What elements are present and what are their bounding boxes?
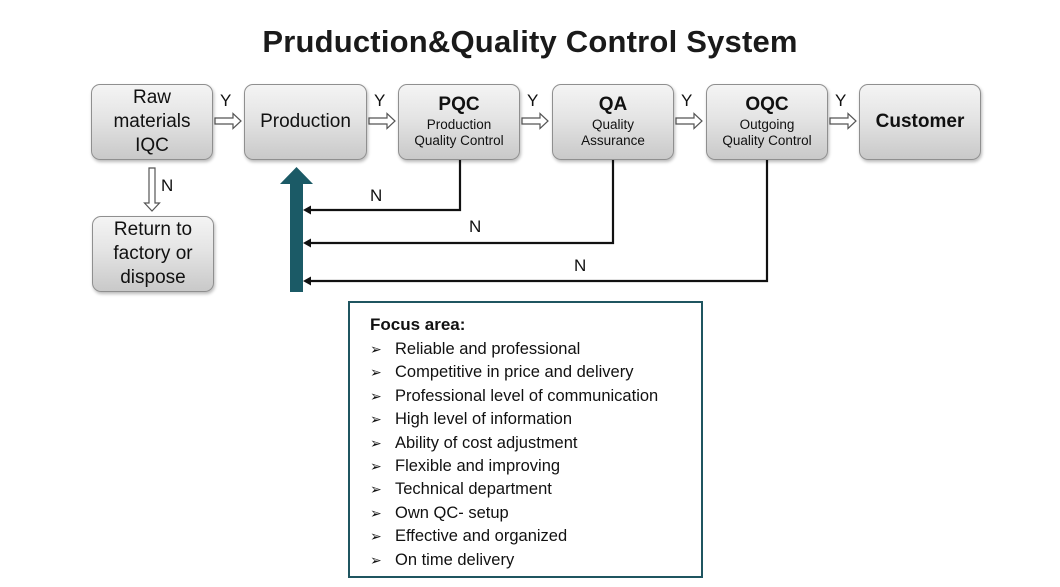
node-label: Return to factory or dispose <box>113 219 193 288</box>
production-node: Production <box>244 84 367 160</box>
node-label: Production <box>260 111 351 133</box>
arrow-pqc-to-qa <box>521 112 549 130</box>
list-item: ➢Professional level of communication <box>370 385 701 408</box>
node-sublabel: Quality Control <box>722 133 812 149</box>
node-sublabel: Assurance <box>581 133 645 149</box>
arrow-bullet-icon: ➢ <box>370 434 382 451</box>
yes-label: Y <box>681 91 693 110</box>
node-label: Customer <box>875 110 965 132</box>
oqc-reject-line <box>308 160 769 283</box>
yes-label: Y <box>527 91 539 110</box>
pqc-reject-arrowhead <box>303 205 311 215</box>
no-label: N <box>469 217 482 236</box>
no-label: N <box>574 256 587 275</box>
list-item: ➢Competitive in price and delivery <box>370 361 701 384</box>
node-sublabel: Outgoing <box>739 117 795 133</box>
node-abbr: PQC <box>438 94 480 116</box>
arrow-qa-to-oqc <box>675 112 703 130</box>
yes-label: Y <box>835 91 847 110</box>
node-abbr: QA <box>598 94 628 116</box>
list-item: ➢Effective and organized <box>370 525 701 548</box>
yes-label: Y <box>220 91 232 110</box>
arrow-bullet-icon: ➢ <box>370 411 382 428</box>
arrow-bullet-icon: ➢ <box>370 458 382 475</box>
node-label: Raw materials IQC <box>113 87 191 156</box>
focus-area-list: ➢Reliable and professional ➢Competitive … <box>370 338 701 572</box>
arrow-bullet-icon: ➢ <box>370 481 382 498</box>
node-sublabel: Production <box>426 117 492 133</box>
arrow-bullet-icon: ➢ <box>370 341 382 357</box>
focus-area-title: Focus area: <box>370 315 466 334</box>
qa-reject-line <box>308 160 615 245</box>
no-label: N <box>161 176 174 195</box>
list-item: ➢On time delivery <box>370 549 701 572</box>
arrow-raw-to-return <box>143 167 161 212</box>
feedback-arrow-up <box>280 167 313 292</box>
list-item: ➢Own QC- setup <box>370 502 701 525</box>
node-sublabel: Quality <box>591 117 635 133</box>
qa-reject-arrowhead <box>303 238 311 248</box>
arrow-bullet-icon: ➢ <box>370 364 382 381</box>
oqc-reject-arrowhead <box>303 276 311 286</box>
node-sublabel: Quality Control <box>414 133 504 149</box>
oqc-node: OQC Outgoing Quality Control <box>706 84 828 160</box>
list-item: ➢High level of information <box>370 408 701 431</box>
yes-label: Y <box>374 91 386 110</box>
list-item: ➢Reliable and professional <box>370 338 701 361</box>
return-or-dispose-node: Return to factory or dispose <box>92 216 214 292</box>
raw-materials-iqc-node: Raw materials IQC <box>91 84 213 160</box>
qa-node: QA Quality Assurance <box>552 84 674 160</box>
arrow-bullet-icon: ➢ <box>370 528 382 545</box>
customer-node: Customer <box>859 84 981 160</box>
arrow-raw-to-production <box>214 112 242 130</box>
no-label: N <box>370 186 383 205</box>
arrow-bullet-icon: ➢ <box>370 551 382 568</box>
arrow-oqc-to-customer <box>829 112 857 130</box>
pqc-node: PQC Production Quality Control <box>398 84 520 160</box>
node-abbr: OQC <box>745 94 789 116</box>
pqc-reject-line <box>308 160 462 212</box>
arrow-bullet-icon: ➢ <box>370 504 382 521</box>
arrow-bullet-icon: ➢ <box>370 387 382 404</box>
list-item: ➢Flexible and improving <box>370 455 701 478</box>
diagram-title: Pruduction&Quality Control System <box>262 24 798 59</box>
arrow-production-to-pqc <box>368 112 396 130</box>
focus-area-box: Focus area: ➢Reliable and professional ➢… <box>348 301 703 578</box>
list-item: ➢Ability of cost adjustment <box>370 432 701 455</box>
list-item: ➢Technical department <box>370 478 701 501</box>
